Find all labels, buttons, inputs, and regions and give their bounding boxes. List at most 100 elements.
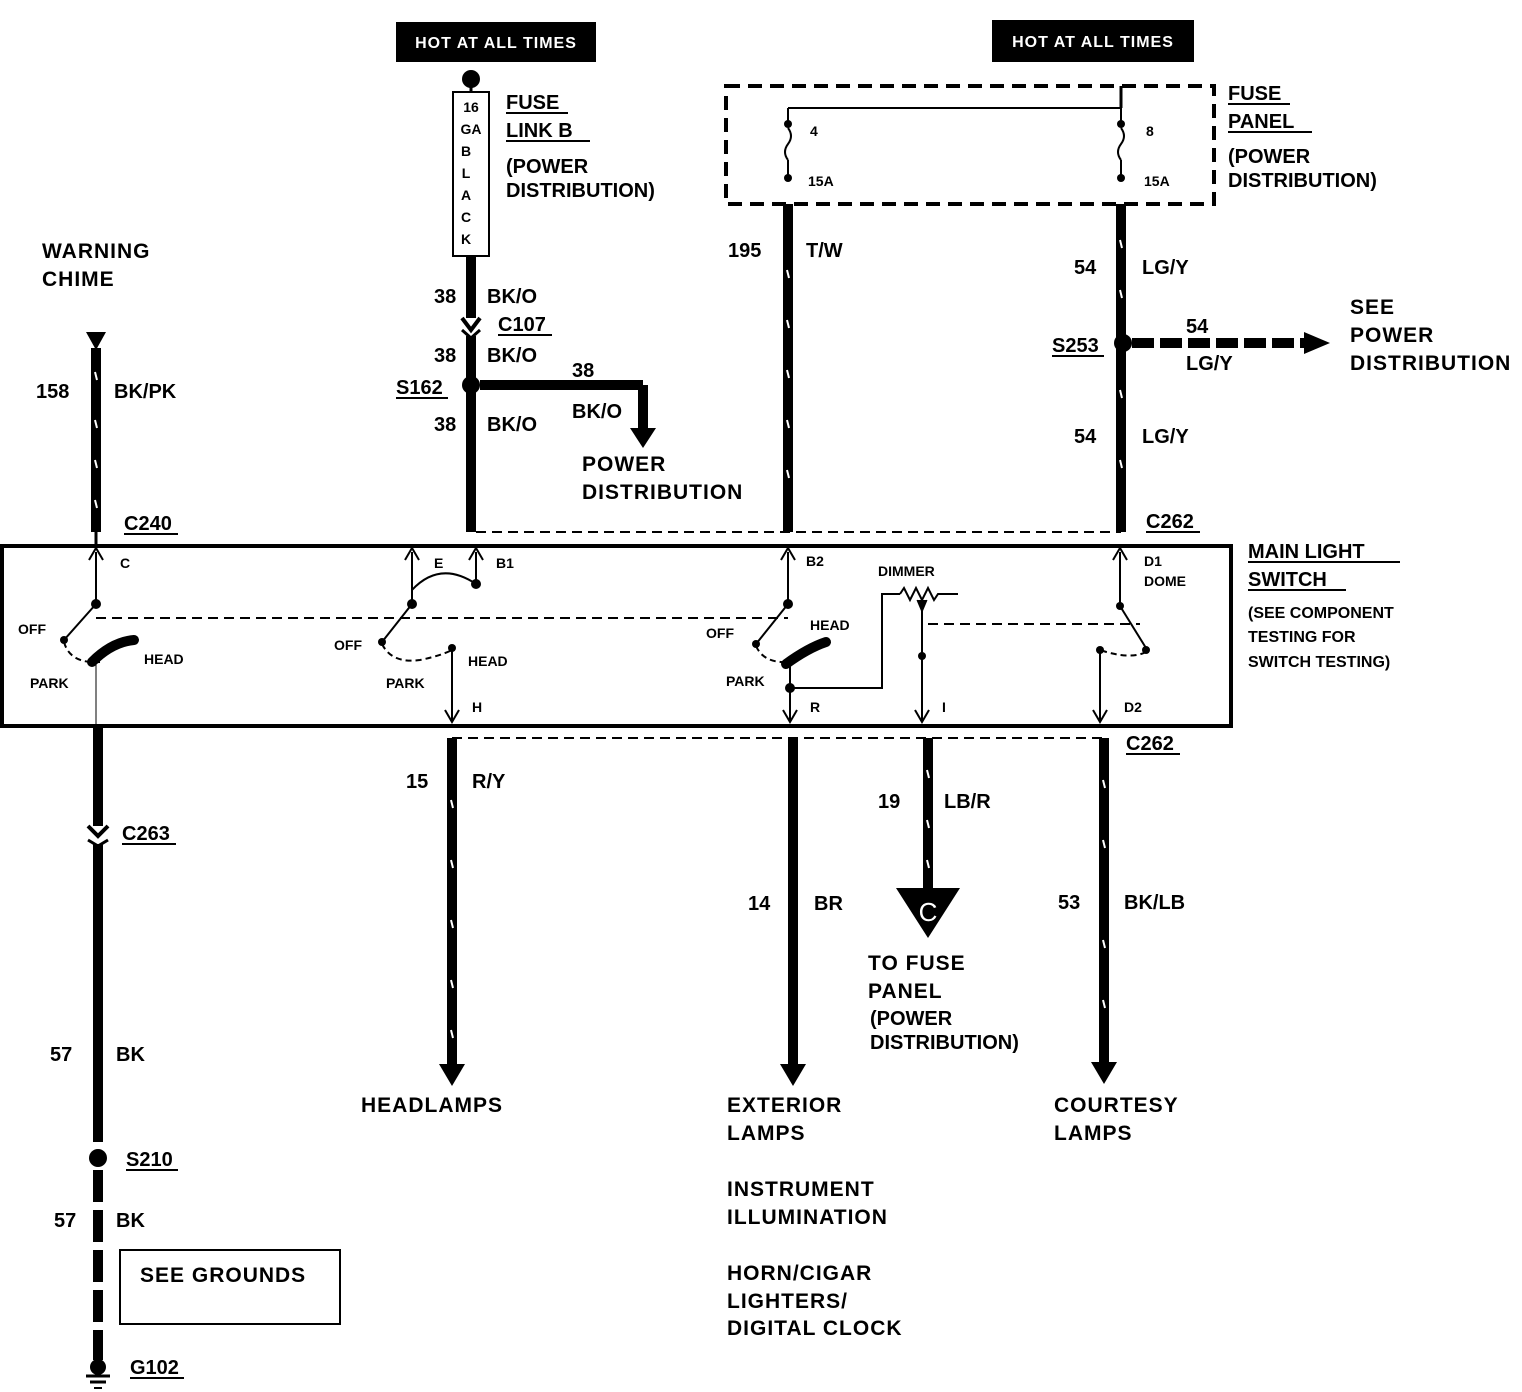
- wire-19-color: LB/R: [944, 791, 991, 813]
- wire-38a-color: BK/O: [487, 286, 537, 308]
- wire-15-number: 15: [406, 771, 428, 793]
- fuse-link-sub-1: (POWER: [506, 156, 589, 178]
- splice-s162: S162: [396, 377, 443, 399]
- headlamps-label: HEADLAMPS: [361, 1094, 503, 1117]
- fuse-link-title-2: LINK B: [506, 120, 573, 142]
- fuse-4-amp: 15A: [808, 173, 834, 189]
- pin-b2: B2: [806, 553, 824, 569]
- wire-195-color: T/W: [806, 240, 843, 262]
- to-fuse-panel-4: DISTRIBUTION): [870, 1032, 1019, 1054]
- connector-c107: C107: [498, 314, 546, 336]
- switch3-park: PARK: [726, 673, 765, 689]
- wire-53-color: BK/LB: [1124, 892, 1185, 914]
- warning-chime-label-2: CHIME: [42, 268, 115, 291]
- exterior-lamps-label-1: EXTERIOR: [727, 1094, 842, 1117]
- pin-dome: DOME: [1144, 573, 1186, 589]
- pin-d2: D2: [1124, 699, 1142, 715]
- wire-38a-number: 38: [434, 286, 456, 308]
- fuse-panel-sub-1: (POWER: [1228, 146, 1311, 168]
- connector-c262-top: C262: [1146, 511, 1194, 533]
- wire-stripes: [94, 239, 1123, 1039]
- fuse-8-number: 8: [1146, 123, 1154, 139]
- hot-at-all-times-left: HOT AT ALL TIMES: [396, 22, 596, 62]
- pin-i: I: [942, 699, 946, 715]
- wire-57b-number: 57: [54, 1210, 76, 1232]
- wire-54c-color: LG/Y: [1142, 426, 1189, 448]
- wire-15-color: R/Y: [472, 771, 506, 793]
- svg-text:B: B: [461, 143, 471, 159]
- splice-s210: S210: [126, 1149, 173, 1171]
- wire-195-number: 195: [728, 240, 761, 262]
- wire-54c-number: 54: [1074, 426, 1097, 448]
- switch3-off: OFF: [706, 625, 734, 641]
- power-distribution-label-2: DISTRIBUTION: [582, 481, 743, 504]
- fuse-panel-box: [724, 84, 1216, 206]
- wire-38: [460, 256, 656, 532]
- to-fuse-panel-1: TO FUSE: [868, 952, 966, 975]
- pin-r: R: [810, 699, 820, 715]
- wire-19: C: [896, 738, 960, 938]
- wire-53: [1091, 738, 1117, 1084]
- courtesy-lamps-label-1: COURTESY: [1054, 1094, 1179, 1117]
- wire-57b-color: BK: [116, 1210, 145, 1232]
- switch2-off: OFF: [334, 637, 362, 653]
- wire-14-color: BR: [814, 893, 843, 915]
- wire-54a-color: LG/Y: [1142, 257, 1189, 279]
- horn-cigar-label-2: LIGHTERS/: [727, 1290, 848, 1313]
- hot-at-all-times-right: HOT AT ALL TIMES: [992, 20, 1194, 62]
- wire-158-number: 158: [36, 381, 69, 403]
- warning-chime-label-1: WARNING: [42, 240, 151, 263]
- see-power-distribution-1: SEE: [1350, 296, 1395, 319]
- connector-c262-bottom: C262: [1126, 733, 1174, 755]
- pin-h: H: [472, 699, 482, 715]
- splice-s253: S253: [1052, 335, 1099, 357]
- main-light-switch: [0, 544, 1233, 728]
- wire-14-number: 14: [748, 893, 771, 915]
- pin-d1: D1: [1144, 553, 1162, 569]
- switch3-head: HEAD: [810, 617, 850, 633]
- wire-158-color: BK/PK: [114, 381, 177, 403]
- horn-cigar-label-3: DIGITAL CLOCK: [727, 1317, 903, 1340]
- wire-57a-number: 57: [50, 1044, 72, 1066]
- ground-g102: G102: [130, 1357, 179, 1379]
- svg-text:A: A: [461, 187, 471, 203]
- svg-text:K: K: [461, 231, 471, 247]
- switch-title-1: MAIN LIGHT: [1248, 541, 1365, 563]
- dimmer-label: DIMMER: [878, 563, 935, 579]
- see-power-distribution-2: POWER: [1350, 324, 1434, 347]
- wire-14: [780, 738, 806, 1086]
- fuse-4-number: 4: [810, 123, 818, 139]
- switch2-head: HEAD: [468, 653, 508, 669]
- wire-158: [86, 332, 106, 546]
- switch1-head: HEAD: [144, 651, 184, 667]
- pin-e: E: [434, 555, 443, 571]
- wire-38b-color: BK/O: [487, 345, 537, 367]
- wire-54b-color: LG/Y: [1186, 353, 1233, 375]
- fuse-link-sub-2: DISTRIBUTION): [506, 180, 655, 202]
- instrument-illumination-2: ILLUMINATION: [727, 1206, 888, 1229]
- switch-note-2: TESTING FOR: [1248, 629, 1356, 646]
- courtesy-lamps-label-2: LAMPS: [1054, 1122, 1133, 1145]
- wire-57: [86, 726, 110, 1389]
- wire-38c-number: 38: [572, 360, 594, 382]
- wire-15: [439, 738, 465, 1086]
- wire-38d-number: 38: [434, 414, 456, 436]
- fuse-8-amp: 15A: [1144, 173, 1170, 189]
- fuse-link-title-1: FUSE: [506, 92, 559, 114]
- fuse-panel-title-2: PANEL: [1228, 111, 1294, 133]
- wire-54: [1114, 204, 1330, 532]
- wire-54b-number: 54: [1186, 316, 1209, 338]
- see-grounds-box: SEE GROUNDS: [119, 1249, 341, 1325]
- switch1-off: OFF: [18, 621, 46, 637]
- connector-c240: C240: [124, 513, 172, 535]
- svg-text:HOT AT ALL TIMES: HOT AT ALL TIMES: [415, 35, 577, 52]
- to-fuse-panel-2: PANEL: [868, 980, 943, 1003]
- svg-text:16: 16: [463, 99, 479, 115]
- switch-note-3: SWITCH TESTING): [1248, 654, 1390, 671]
- switch1-park: PARK: [30, 675, 69, 691]
- fuse-panel-sub-2: DISTRIBUTION): [1228, 170, 1377, 192]
- svg-text:SEE GROUNDS: SEE GROUNDS: [140, 1264, 306, 1287]
- switch2-park: PARK: [386, 675, 425, 691]
- wire-38d-color: BK/O: [487, 414, 537, 436]
